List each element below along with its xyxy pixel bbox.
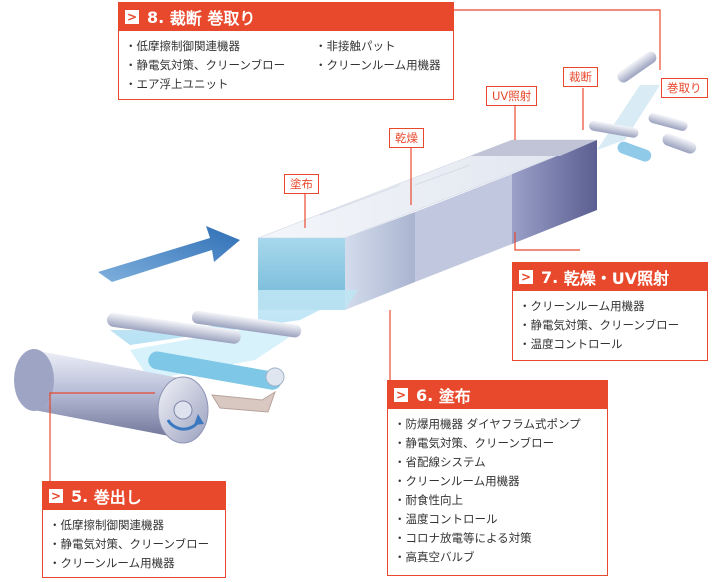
panel-unwind: > 5. 巻出し 低摩擦制御関連機器 静電気対策、クリーンブロー クリーンルーム… [42, 481, 226, 578]
list-item: クリーンルーム用機器 [394, 472, 601, 491]
list-item: 温度コントロール [394, 510, 601, 529]
list-item: エア浮上ユニット [125, 75, 303, 94]
panel-drying-uv: > 7. 乾燥・UV照射 クリーンルーム用機器 静電気対策、クリーンブロー 温度… [512, 262, 708, 361]
list-item: 静電気対策、クリーンブロー [49, 535, 219, 554]
panel-header: > 7. 乾燥・UV照射 [513, 263, 707, 291]
panel-title: 巻出し [93, 488, 142, 507]
item-list-right: 非接触パット クリーンルーム用機器 [309, 37, 447, 94]
tag-coating: 塗布 [284, 174, 319, 194]
panel-header: > 6. 塗布 [388, 381, 607, 409]
item-list: クリーンルーム用機器 静電気対策、クリーンブロー 温度コントロール [513, 297, 707, 354]
chevron-right-icon: > [394, 388, 408, 402]
list-item: 静電気対策、クリーンブロー [394, 434, 601, 453]
panel-title: 乾燥・UV照射 [563, 269, 670, 288]
panel-number: 7. [541, 267, 559, 287]
list-item: 省配線システム [394, 453, 601, 472]
list-item: 高真空バルブ [394, 548, 601, 567]
unwind-roll [14, 349, 209, 444]
chevron-right-icon: > [519, 270, 533, 284]
chevron-right-icon: > [49, 489, 63, 503]
tag-uv: UV照射 [486, 86, 538, 106]
flow-direction-arrow [98, 226, 240, 282]
uv-box-side [512, 140, 597, 244]
panel-title: 塗布 [438, 387, 471, 406]
tag-winding: 巻取り [661, 78, 708, 98]
panel-coating: > 6. 塗布 防爆用機器 ダイヤフラム式ポンプ 静電気対策、クリーンブロー 省… [387, 380, 608, 576]
tag-cutting: 裁断 [563, 67, 598, 87]
list-item: 低摩擦制御関連機器 [49, 516, 219, 535]
coater-blade [211, 390, 276, 413]
item-list-left: 低摩擦制御関連機器 静電気対策、クリーンブロー エア浮上ユニット [119, 37, 309, 94]
list-item: クリーンルーム用機器 [315, 56, 441, 75]
list-item: 耐食性向上 [394, 491, 601, 510]
list-item: 温度コントロール [519, 335, 701, 354]
panel-header: > 8. 裁断 巻取り [119, 3, 453, 31]
winding-rollers [589, 51, 697, 162]
list-item: 静電気対策、クリーンブロー [519, 316, 701, 335]
chevron-right-icon: > [125, 10, 139, 24]
panel-title: 裁断 巻取り [169, 9, 256, 28]
item-list: 低摩擦制御関連機器 静電気対策、クリーンブロー クリーンルーム用機器 [43, 516, 225, 573]
list-item: 静電気対策、クリーンブロー [125, 56, 303, 75]
list-item: クリーンルーム用機器 [519, 297, 701, 316]
panel-cutting-winding: > 8. 裁断 巻取り 低摩擦制御関連機器 静電気対策、クリーンブロー エア浮上… [118, 2, 454, 100]
item-list: 防爆用機器 ダイヤフラム式ポンプ 静電気対策、クリーンブロー 省配線システム ク… [388, 415, 607, 567]
list-item: 低摩擦制御関連機器 [125, 37, 303, 56]
guide-rollers [106, 310, 302, 390]
list-item: クリーンルーム用機器 [49, 554, 219, 573]
panel-header: > 5. 巻出し [43, 482, 225, 510]
panel-number: 5. [71, 486, 89, 506]
list-item: 防爆用機器 ダイヤフラム式ポンプ [394, 415, 601, 434]
panel-number: 6. [416, 385, 434, 405]
list-item: コロナ放電等による対策 [394, 529, 601, 548]
list-item: 非接触パット [315, 37, 441, 56]
tag-drying: 乾燥 [389, 128, 424, 148]
panel-number: 8. [147, 7, 165, 27]
